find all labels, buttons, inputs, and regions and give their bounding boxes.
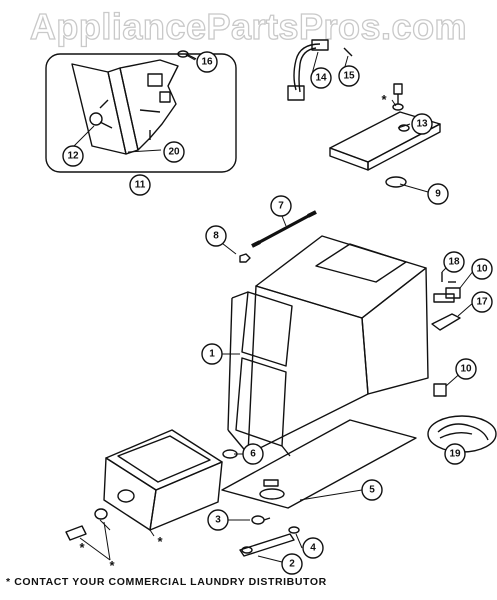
lock-3-drawing: [251, 515, 271, 525]
rod-drawing: [251, 210, 317, 248]
callout-circle-7: [270, 195, 292, 217]
watermark: AppliancePartsPros.com: [29, 5, 468, 47]
callout-circle-4: [302, 537, 324, 559]
callout-2: 2: [289, 559, 295, 570]
meter-assembly-drawing: [71, 59, 179, 155]
callout-11: 11: [135, 180, 146, 191]
callout-18: 18: [448, 257, 460, 268]
callout-20: 20: [168, 147, 180, 158]
callout-5: 5: [369, 485, 375, 496]
callout-circle-11: [129, 174, 151, 196]
callout-circle-14: [310, 67, 332, 89]
callout-circle-8: [205, 225, 227, 247]
callout-14: 14: [315, 73, 327, 84]
callout-circles: [62, 51, 493, 575]
callout-circle-12: [62, 145, 84, 167]
wire-harness-drawing: [287, 39, 329, 101]
callout-circle-5: [361, 479, 383, 501]
callout-circle-17: [471, 291, 493, 313]
switch-10a-drawing: [445, 281, 461, 299]
screw-15-drawing: [343, 47, 353, 57]
callout-circle-18: [443, 251, 465, 273]
callout-circle-1: [201, 343, 223, 365]
callout-circle-9: [427, 183, 449, 205]
callout-circle-15: [338, 65, 360, 87]
callout-4: 4: [310, 543, 316, 554]
callout-16: 16: [201, 57, 213, 68]
inset-frame: [45, 53, 237, 173]
callout-circle-10b: [455, 358, 477, 380]
callout-15: 15: [343, 71, 355, 82]
callout-8: 8: [213, 231, 219, 242]
asterisk-coin-box: *: [157, 534, 163, 549]
callout-1: 1: [209, 349, 215, 360]
callout-13: 13: [416, 119, 428, 130]
callout-circle-19: [444, 443, 466, 465]
nut-9-drawing: [385, 176, 407, 188]
callout-3: 3: [215, 515, 221, 526]
callout-circle-6: [242, 443, 264, 465]
switch-10b-drawing: [433, 383, 447, 397]
callout-circle-13: [411, 113, 433, 135]
footnote: * CONTACT YOUR COMMERCIAL LAUNDRY DISTRI…: [6, 576, 327, 588]
asterisk-lock-cylinder: *: [381, 92, 387, 107]
callout-labels: 16 12 20 11 14 15 13 9 7 8 18 10 17 1 10…: [67, 57, 488, 570]
callout-circle-2: [281, 553, 303, 575]
callout-19: 19: [449, 449, 461, 460]
callout-circle-10a: [471, 258, 493, 280]
cabinet-drawing: [227, 235, 455, 457]
callout-circle-16: [196, 51, 218, 73]
callout-10b: 10: [460, 364, 472, 375]
callout-circle-3: [207, 509, 229, 531]
callout-17: 17: [476, 297, 488, 308]
asterisk-key: *: [109, 558, 115, 573]
asterisk-markers: * * * *: [79, 92, 387, 573]
callout-9: 9: [435, 189, 441, 200]
screw-16-drawing: [177, 50, 197, 60]
base-plate-drawing: [221, 419, 417, 509]
lock-plate-drawing: [329, 83, 441, 171]
callout-12: 12: [67, 151, 79, 162]
key-lock-drawing: [65, 508, 108, 541]
asterisk-lock: *: [79, 540, 85, 555]
callout-7: 7: [278, 201, 284, 212]
bracket-17-drawing: [431, 313, 461, 331]
nut-8-drawing: [239, 253, 251, 263]
callout-10a: 10: [476, 264, 488, 275]
coin-box-drawing: [103, 429, 223, 531]
latch-drawing: [239, 526, 300, 557]
callout-6: 6: [250, 449, 256, 460]
callout-circle-20: [163, 141, 185, 163]
